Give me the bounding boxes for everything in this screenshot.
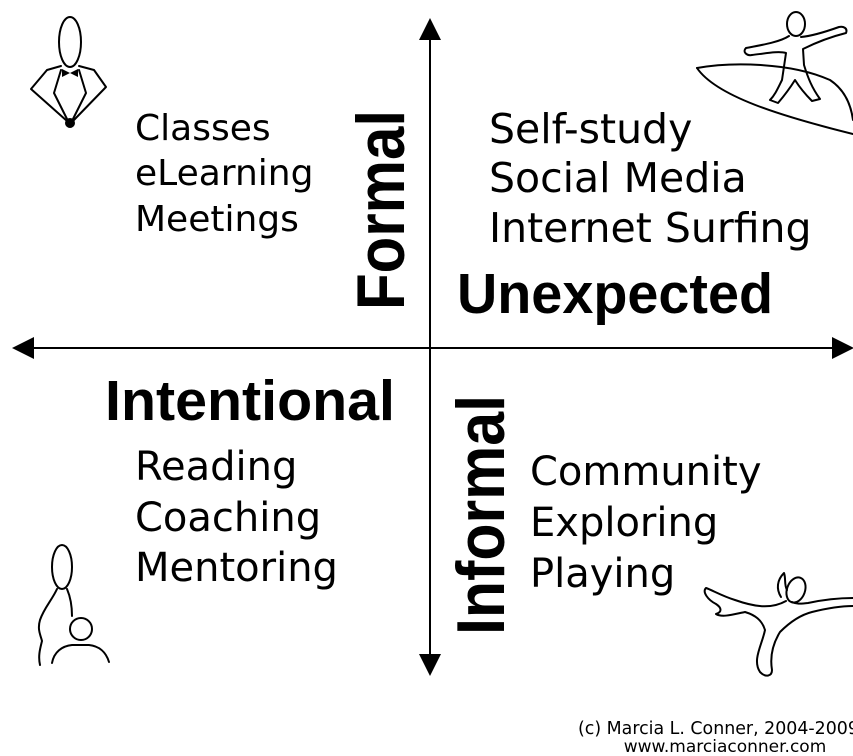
axis-label-unexpected: Unexpected [457,262,773,326]
list-item: Mentoring [135,545,338,591]
list-item: eLearning [135,153,313,194]
list-item: Exploring [530,500,718,546]
axis-label-informal: Informal [443,395,519,635]
copyright-text: (c) Marcia L. Conner, 2004-2009 [578,719,853,739]
list-item: Community [530,449,762,495]
list-item: Classes [135,108,271,149]
axis-label-intentional: Intentional [105,369,395,433]
list-item: Reading [135,444,297,490]
tuxedo-figure-icon [30,16,107,128]
surfer-icon [696,11,853,135]
arrow-right-icon [832,337,853,359]
horizontal-axis [12,337,853,359]
credit: (c) Marcia L. Conner, 2004-2009 www.marc… [578,719,853,756]
quadrant-formal-unexpected: Self-study Social Media Internet Surfing [489,105,812,252]
quadrant-informal-unexpected: Community Exploring Playing [530,449,762,597]
list-item: Internet Surfing [489,204,812,252]
list-item: Social Media [489,154,747,202]
quadrant-informal-intentional: Reading Coaching Mentoring [135,444,338,591]
arrow-up-icon [419,18,441,40]
list-item: Meetings [135,199,299,240]
list-item: Coaching [135,495,321,541]
dancer-icon [703,572,853,677]
list-item: Playing [530,551,675,597]
quadrant-formal-intentional: Classes eLearning Meetings [135,108,313,240]
list-item: Self-study [489,105,692,153]
website-text: www.marciaconner.com [624,737,827,756]
arrow-down-icon [419,654,441,676]
axis-label-formal: Formal [343,110,419,310]
arrow-left-icon [12,337,34,359]
parent-and-child-icon [37,544,110,666]
